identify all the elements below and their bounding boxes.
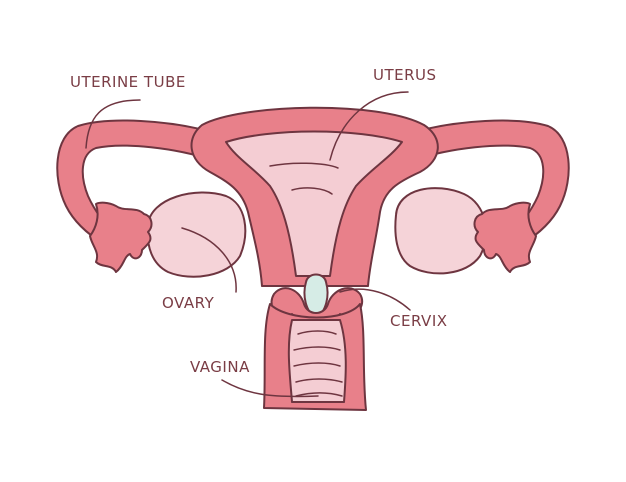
vagina-ruga-line <box>295 392 343 397</box>
vagina-ruga-line <box>293 346 341 351</box>
uterus-leader-line <box>329 91 409 161</box>
vagina-ruga-line <box>295 378 343 383</box>
left-fimbriae <box>89 201 153 273</box>
uterus-label: UTERUS <box>373 66 437 84</box>
cavity-fold-line <box>269 162 339 169</box>
vaginal-canal <box>287 319 347 403</box>
uterine-tube-leader-line <box>85 99 141 149</box>
ovary-leader-line <box>181 227 237 293</box>
vagina-ruga-line <box>293 362 341 367</box>
ovary-label: OVARY <box>162 294 215 312</box>
uterine-cavity <box>225 130 403 277</box>
vagina-leader-line <box>221 379 319 398</box>
right-ovary <box>394 187 488 275</box>
vagina-label: VAGINA <box>190 358 250 376</box>
vagina-ruga-line <box>297 330 337 335</box>
cervical-canal <box>303 273 329 319</box>
cavity-fold-line <box>291 187 333 195</box>
uterine-tube-label: UTERINE TUBE <box>70 73 186 91</box>
cervix-label: CERVIX <box>390 312 448 330</box>
left-ovary <box>146 191 247 278</box>
cervix-leader-line <box>339 288 411 311</box>
right-fimbriae <box>473 201 537 273</box>
